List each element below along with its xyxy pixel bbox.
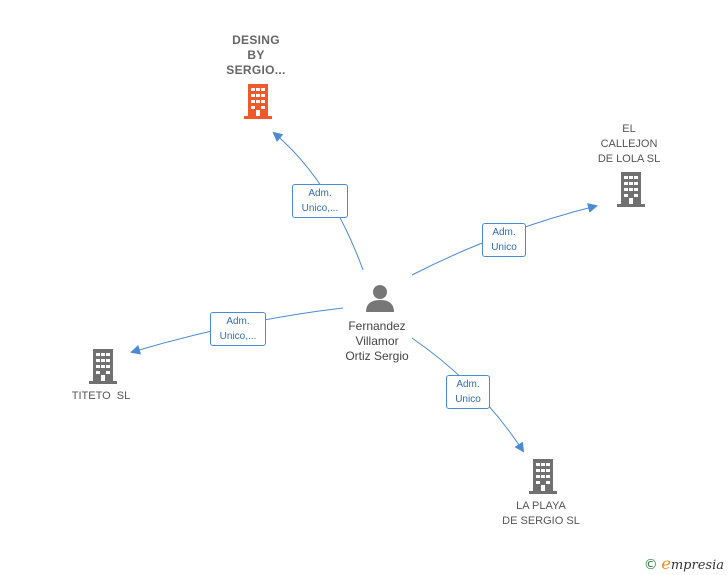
edge-label-playa: Adm. Unico	[446, 375, 490, 409]
edge-label-titeto: Adm. Unico,...	[210, 312, 266, 346]
building-icon-callejon[interactable]	[615, 172, 647, 208]
node-label-callejon[interactable]: EL CALLEJON DE LOLA SL	[597, 123, 661, 165]
node-label-person[interactable]: Fernandez Villamor Ortiz Sergio	[345, 319, 409, 363]
person-icon[interactable]	[366, 285, 394, 312]
building-icon-titeto[interactable]	[87, 349, 119, 385]
node-label-playa[interactable]: LA PLAYA DE SERGIO SL	[502, 500, 580, 527]
brand-name: empresia	[661, 554, 724, 573]
building-icon-desing[interactable]	[242, 84, 274, 120]
building-icon-playa[interactable]	[527, 459, 559, 495]
node-label-desing[interactable]: DESING BY SERGIO...	[226, 33, 286, 77]
edge-label-callejon: Adm. Unico	[482, 223, 526, 257]
edge-label-desing: Adm. Unico,...	[292, 184, 348, 218]
node-label-titeto[interactable]: TITETO SL	[71, 390, 131, 402]
copyright-symbol: ©	[643, 557, 658, 573]
empresia-logo: © empresia	[644, 554, 724, 573]
